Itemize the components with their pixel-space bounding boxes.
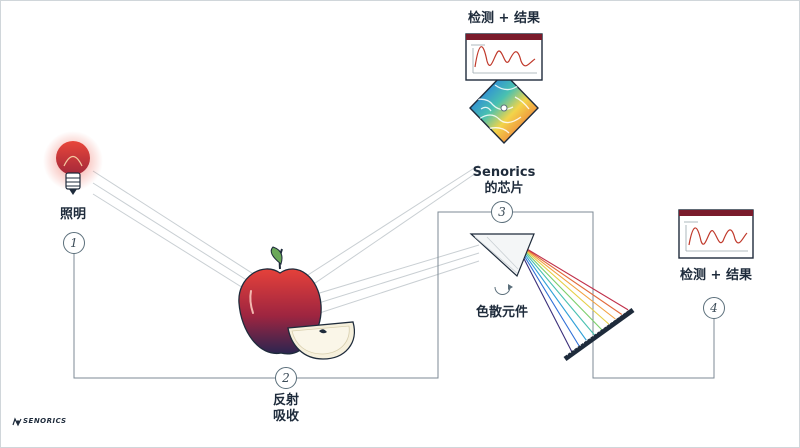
label-result-right: 检测 + 结果 bbox=[680, 268, 752, 283]
senorics-logo-text: SENORICS bbox=[23, 417, 67, 425]
apple-icon bbox=[238, 246, 355, 360]
label-reflection-absorption: 反射 吸收 bbox=[261, 393, 311, 425]
step-marker-2: 2 bbox=[275, 367, 297, 389]
light-bulb-icon bbox=[43, 131, 103, 195]
result-window-icon bbox=[465, 33, 543, 81]
step-marker-1: 1 bbox=[63, 232, 85, 254]
label-chip: Senorics 的芯片 bbox=[464, 165, 544, 197]
process-path bbox=[73, 211, 715, 379]
label-result-top: 检测 + 结果 bbox=[468, 11, 540, 26]
result-window-icon bbox=[678, 209, 754, 259]
light-rays bbox=[92, 164, 480, 322]
label-absorption: 吸收 bbox=[272, 409, 299, 424]
label-light-source: 照明 bbox=[59, 207, 86, 222]
step-marker-3: 3 bbox=[491, 201, 513, 223]
detector-grating-icon bbox=[563, 307, 635, 362]
spectrum-rays bbox=[518, 248, 631, 355]
label-chip-brand: Senorics bbox=[472, 165, 536, 180]
prism-icon bbox=[469, 233, 535, 295]
label-dispersion-element: 色散元件 bbox=[475, 305, 528, 320]
sensor-chip-icon bbox=[469, 71, 539, 145]
senorics-logo-icon bbox=[12, 417, 22, 427]
label-chip-name: 的芯片 bbox=[484, 181, 524, 196]
label-reflection: 反射 bbox=[272, 393, 299, 408]
step-marker-4: 4 bbox=[703, 297, 725, 319]
